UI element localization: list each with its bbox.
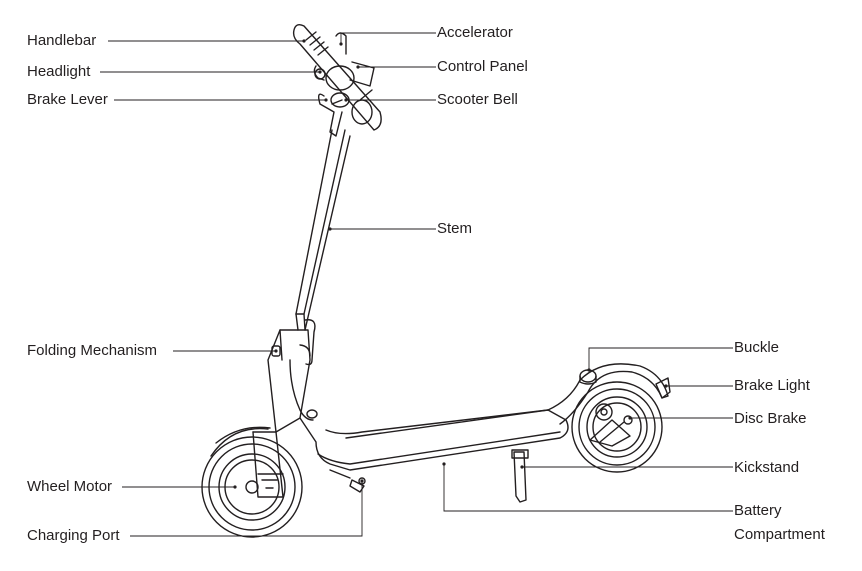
rear-fender [547, 363, 671, 425]
leader-dots [233, 39, 668, 489]
label-battery-compartment: Battery Compartment [734, 499, 825, 547]
label-kickstand: Kickstand [734, 459, 800, 476]
kickstand [511, 449, 529, 503]
stem [295, 129, 351, 331]
label-disc-brake: Disc Brake [734, 410, 807, 427]
leader-buckle [588, 347, 733, 370]
label-battery-compartment-line1: Battery [734, 502, 782, 519]
label-battery-compartment-line2: Compartment [734, 526, 825, 543]
label-accelerator: Accelerator [437, 24, 513, 41]
scooter-drawing [201, 23, 671, 538]
deck [299, 409, 569, 493]
label-folding-mechanism: Folding Mechanism [27, 342, 158, 359]
label-buckle: Buckle [734, 339, 780, 356]
label-control-panel: Control Panel [437, 58, 528, 75]
label-headlight: Headlight [27, 63, 91, 80]
label-charging-port: Charging Port [27, 527, 120, 544]
front-fork [252, 431, 284, 498]
rear-wheel [571, 381, 663, 473]
label-brake-light: Brake Light [734, 377, 810, 394]
leader-charging-port [130, 481, 363, 537]
label-brake-lever: Brake Lever [27, 91, 108, 108]
label-handlebar: Handlebar [27, 32, 97, 49]
label-wheel-motor: Wheel Motor [27, 478, 113, 495]
label-scooter-bell: Scooter Bell [437, 91, 518, 108]
leader-lines [100, 32, 733, 537]
leader-accelerator [340, 32, 436, 44]
leader-battery-compartment [443, 464, 733, 512]
handlebar [292, 23, 382, 137]
folding-mechanism [267, 313, 318, 433]
label-stem: Stem [437, 220, 473, 237]
front-wheel [201, 426, 303, 538]
